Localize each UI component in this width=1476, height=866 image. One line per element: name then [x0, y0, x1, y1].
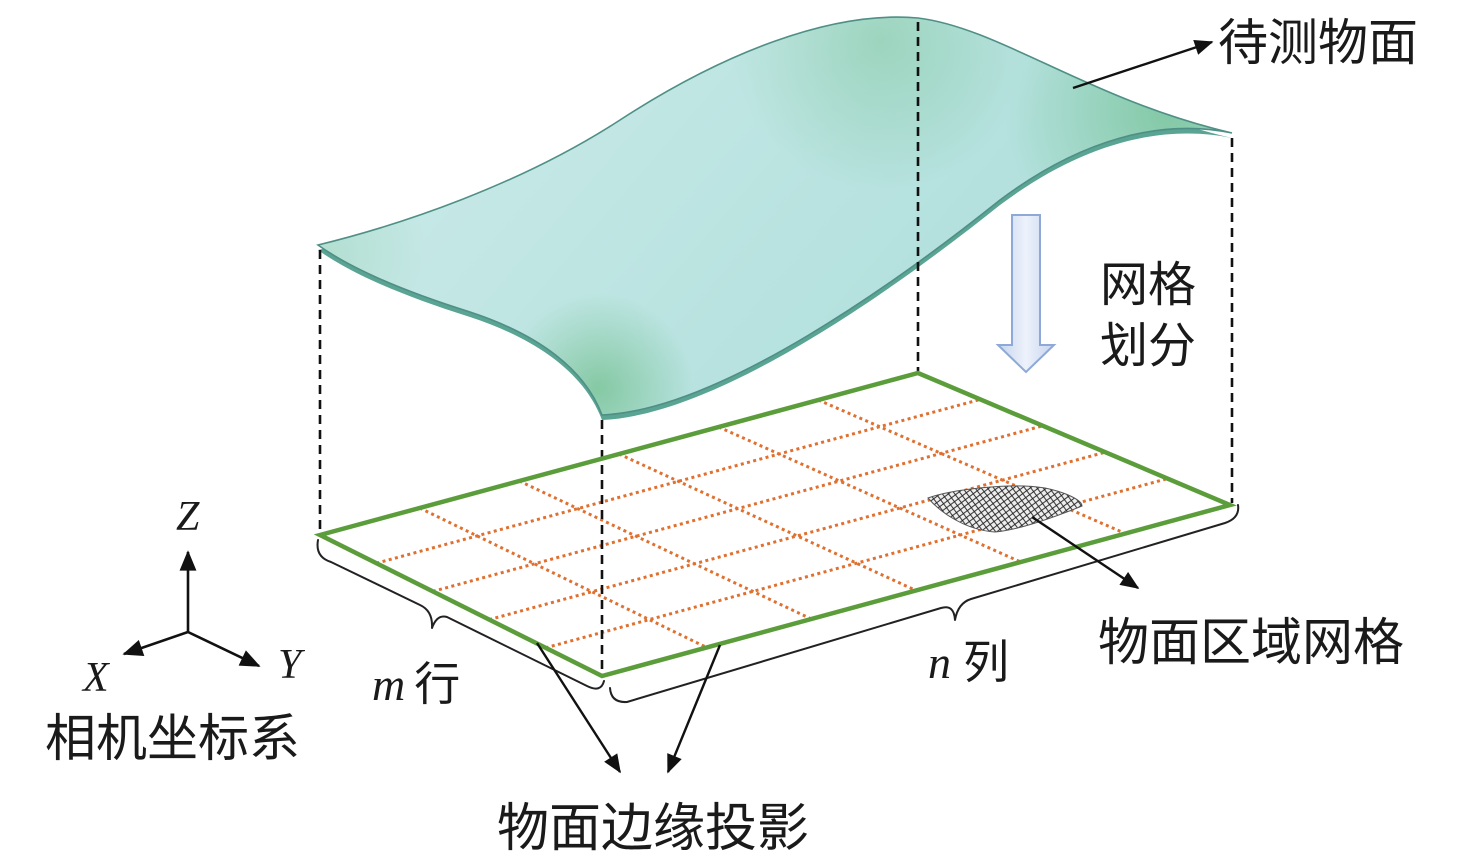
columns-brace: [609, 504, 1240, 704]
measured-surface: [317, 16, 1233, 421]
rows-brace: [316, 539, 605, 690]
grid-line-row-1: [376, 397, 981, 565]
region-grid-pointer: [1031, 516, 1140, 589]
grid-line-column-2: [518, 479, 812, 621]
grid-line-column-3: [618, 452, 917, 592]
columns-symbol: n: [928, 637, 951, 688]
columns-unit: 列: [963, 637, 1009, 688]
meshing-label-line-2: 划分: [1100, 320, 1196, 373]
hatched-mesh-cell-hatching: [927, 485, 1083, 533]
surface-region-grid: [376, 397, 1168, 650]
grid-line-column-5: [817, 398, 1126, 535]
edge-projection-pointer-right: [666, 644, 722, 774]
grid-line-column-4: [718, 425, 1022, 564]
region-grid-label: 物面区域网格: [1098, 616, 1404, 672]
grid-line-row-4: [545, 477, 1168, 650]
grid-line-column-1: [419, 506, 708, 649]
coordinate-axes: Z Y X 相机坐标系: [45, 494, 306, 768]
meshing-label-line-1: 网格: [1100, 259, 1196, 312]
y-axis: [187, 630, 261, 668]
edge-projection-label: 物面边缘投影: [497, 801, 809, 858]
grid-line-row-3: [488, 450, 1106, 622]
meshing-down-arrow-icon: [995, 214, 1057, 374]
rows-unit: 行: [414, 659, 460, 710]
surface-label-pointer: [1072, 39, 1214, 90]
x-axis-label: X: [81, 655, 111, 701]
rows-symbol: m: [372, 659, 405, 710]
surface-label: 待测物面: [1218, 15, 1418, 71]
z-axis-label: Z: [176, 494, 200, 540]
y-axis-label: Y: [278, 642, 306, 688]
hatched-mesh-cell: [927, 485, 1083, 533]
projected-boundary: [313, 370, 1237, 679]
x-axis: [122, 630, 189, 656]
edge-projection-pointer-left: [535, 642, 622, 774]
camera-frame-label: 相机坐标系: [45, 712, 300, 768]
